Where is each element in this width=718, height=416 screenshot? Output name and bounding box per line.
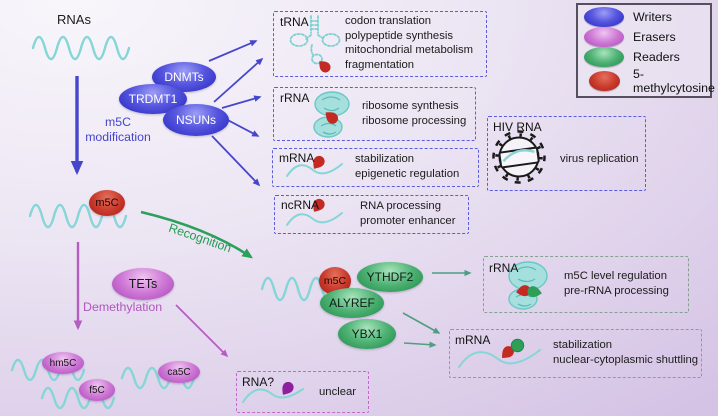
rna-unknown-box-label: RNA?: [242, 375, 275, 389]
mrna-function-box: mRNA stabilization epigenetic regulation: [272, 148, 479, 187]
hiv-box-label: HIV RNA: [493, 120, 542, 134]
legend-row-erasers: Erasers: [584, 27, 704, 47]
mrna-reader-box-lines: stabilization nuclear-cytoplasmic shuttl…: [553, 339, 699, 366]
arrow-recognition: [140, 210, 253, 259]
m5c-mark-left: m5C: [89, 190, 125, 216]
ncrna-wave-icon: [286, 212, 343, 226]
ncrna-box-label: ncRNA: [281, 198, 320, 212]
trna-function-box: tRNA codon translation polypeptide synth…: [273, 11, 487, 77]
hiv-box-line: virus replication: [560, 153, 639, 165]
mark-ca5c: ca5C: [158, 361, 200, 383]
writer-arrows: [70, 40, 264, 187]
unknown-mark-droplet-icon: [282, 381, 294, 395]
trna-m5c-droplet-icon: [319, 61, 331, 73]
legend-row-5mc: 5-methylcytosine: [584, 67, 715, 95]
hiv-virion-icon: [492, 130, 546, 184]
mrna-reader-box: mRNA stabilization nuclear-cytoplasmic s…: [449, 329, 702, 378]
mrna-reader-box-label: mRNA: [455, 333, 491, 347]
erasers-swatch-icon: [584, 27, 624, 47]
rrna-reader-box-label: rRNA: [489, 261, 519, 275]
reader-arrows: [140, 210, 472, 348]
rrna-reader-box-lines: m5C level regulation pre-rRNA processing: [564, 270, 669, 297]
rnas-label: RNAs: [57, 12, 91, 27]
rna-wave-icons: [10, 35, 360, 410]
rna-unknown-box-line: unclear: [319, 386, 357, 398]
legend: Writers Erasers Readers 5-methylcytosine: [576, 3, 715, 98]
mrna-box-lines: stabilization epigenetic regulation: [355, 153, 460, 180]
eraser-tets: TETs: [112, 268, 174, 300]
demethylation-label: Demethylation: [83, 300, 163, 314]
arrow-writers-trna-1: [208, 40, 258, 62]
ribosome-reader-icon: [508, 261, 548, 310]
m5c-droplet-icons: [313, 155, 514, 358]
arrow-writers-rrna: [221, 95, 262, 109]
trna-cloverleaf-icon: [289, 15, 341, 65]
trna-box-lines: codon translation polypeptide synthesis …: [345, 15, 474, 71]
writer-trdmt1: TRDMT1: [119, 84, 187, 114]
rrna-box-label: rRNA: [280, 91, 310, 105]
legend-row-writers: Writers: [584, 7, 704, 27]
ncrna-box-lines: RNA processing promoter enhancer: [360, 200, 456, 227]
mark-f5c: f5C: [79, 379, 115, 401]
rrna-box-lines: ribosome synthesis ribosome processing: [362, 100, 467, 127]
arrow-demethylation-unknown: [175, 304, 229, 358]
reader-protein-dot-icon: [510, 338, 525, 353]
writers-swatch-icon: [584, 7, 624, 27]
box-wave-icons: [242, 163, 541, 403]
arrow-writers-ncrna: [211, 135, 261, 187]
reader-ythdf2: YTHDF2: [357, 262, 423, 292]
mark-hm5c: hm5C: [42, 352, 84, 374]
5-methylcytosine-swatch-icon: [589, 71, 620, 91]
ncrna-function-box: ncRNA RNA processing promoter enhancer: [274, 195, 469, 234]
arrow-ybx1-mrna: [403, 341, 437, 348]
arrow-writers-trna-2: [213, 57, 264, 103]
ribosome-icon: [313, 91, 350, 138]
mrna-wave-icon: [286, 163, 343, 177]
legend-row-readers: Readers: [584, 47, 704, 67]
rrna-function-box: rRNA ribosome synthesis ribosome process…: [273, 87, 476, 141]
readers-swatch-icon: [584, 47, 624, 67]
rrna-reader-box: rRNA m5C level regulation pre-rRNA proce…: [483, 256, 689, 313]
hiv-function-box: HIV RNA virus replication: [487, 116, 646, 191]
rnas-wave-icon: [31, 35, 131, 61]
reader-ybx1: YBX1: [338, 319, 396, 349]
trna-box-label: tRNA: [280, 15, 309, 29]
reader-alyref: ALYREF: [320, 288, 384, 318]
rna-unknown-box: RNA? unclear: [236, 371, 369, 413]
arrow-alyref-mrna: [402, 312, 441, 334]
unknown-rna-wave-icon: [242, 388, 304, 403]
writer-nsuns: NSUNs: [163, 104, 229, 136]
eraser-arrows: [73, 242, 229, 358]
mrna-reader-wave-icon: [458, 349, 541, 368]
mrna-box-label: mRNA: [279, 151, 315, 165]
m5c-modification-label: m5C modification: [85, 115, 151, 144]
